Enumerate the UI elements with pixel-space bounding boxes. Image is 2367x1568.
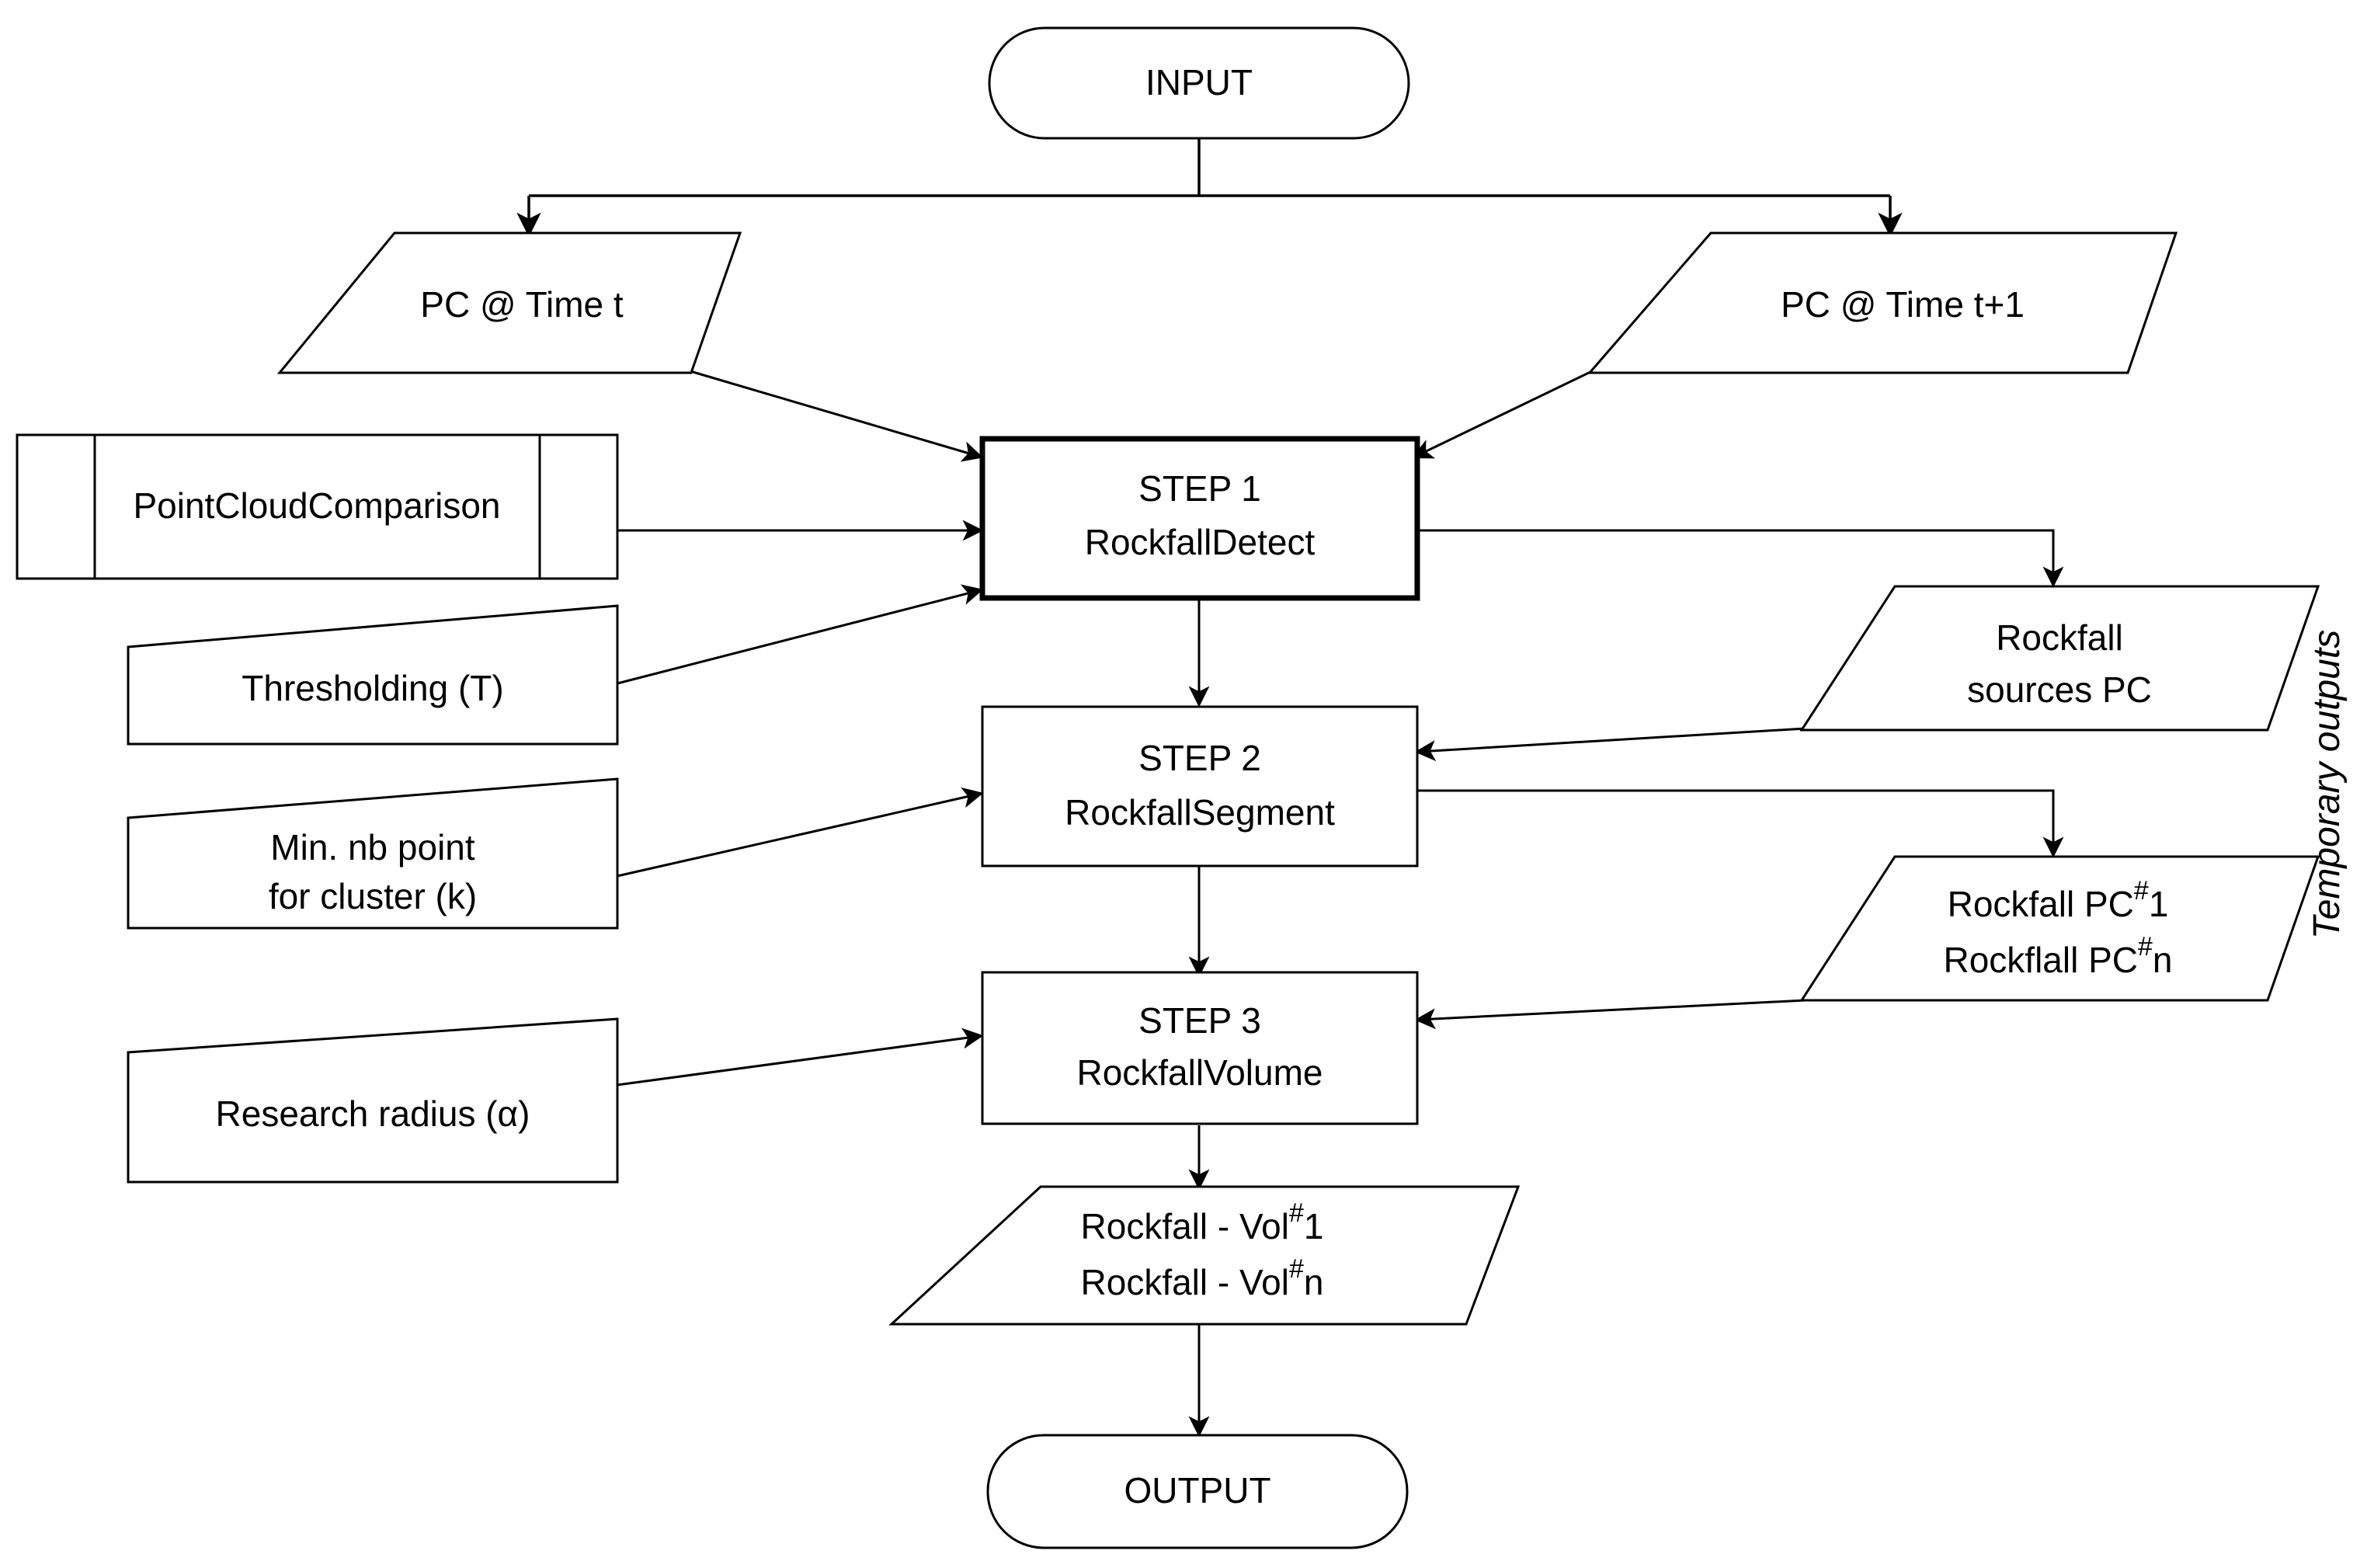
node-rockfall-pc-line1-sup: # xyxy=(2134,876,2149,906)
node-step1[interactable]: STEP 1 RockfallDetect xyxy=(979,436,1420,601)
side-note-label: Temporary outputs xyxy=(2306,630,2348,939)
node-rockfall-pc-line2-sup: # xyxy=(2138,932,2153,961)
edge-minpoints-step2 xyxy=(617,787,984,878)
node-research-radius[interactable]: Research radius (α) xyxy=(127,1017,619,1184)
node-rockfall-sources-pc-line2: sources PC xyxy=(1967,669,2152,710)
node-step3-line1: STEP 3 xyxy=(1138,1000,1261,1041)
node-pc-time-t1-label: PC @ Time t+1 xyxy=(1781,284,2025,325)
node-output[interactable]: OUTPUT xyxy=(986,1434,1409,1549)
node-rockfall-sources-pc-line1: Rockfall xyxy=(1996,617,2123,658)
side-note-temporary-outputs: Temporary outputs xyxy=(2306,630,2348,939)
node-rockfall-vol-line2-base: Rockfall - Vol xyxy=(1081,1262,1289,1302)
node-step2-line1: STEP 2 xyxy=(1138,738,1261,778)
node-rockfall-vol-line2-tail: n xyxy=(1304,1262,1324,1302)
node-pc-time-t-prefix: PC @ Time xyxy=(420,284,613,325)
node-rockfall-vol-line1: Rockfall - Vol#1 xyxy=(1081,1198,1324,1246)
node-rockfall-pc-list[interactable]: Rockfall PC#1 Rockflall PC#n xyxy=(1799,855,2320,1002)
edge-rockfallpc-step3 xyxy=(1414,999,1806,1030)
node-thresholding[interactable]: Thresholding (T) xyxy=(127,604,619,746)
node-pc-time-t-label: PC @ Time t xyxy=(420,284,624,325)
node-pc-time-t-italic: t xyxy=(613,284,624,325)
node-research-radius-label: Research radius (α) xyxy=(216,1093,530,1134)
node-pc-time-t[interactable]: PC @ Time t xyxy=(276,231,742,374)
node-step1-line1: STEP 1 xyxy=(1138,468,1261,509)
node-pc-time-t1-italic: t+1 xyxy=(1974,284,2025,325)
node-min-nb-point-line1: Min. nb point xyxy=(270,827,475,867)
node-rockfall-pc-line2: Rockflall PC#n xyxy=(1943,932,2172,980)
node-step2[interactable]: STEP 2 RockfallSegment xyxy=(981,705,1419,867)
node-rockfall-pc-line1-base: Rockfall PC xyxy=(1948,884,2134,924)
node-step2-line2: RockfallSegment xyxy=(1065,792,1335,833)
node-pointcloudcomparison-label: PointCloudComparison xyxy=(133,485,500,526)
edge-pct1-step1 xyxy=(1411,370,1593,459)
node-input-label: INPUT xyxy=(1145,62,1253,103)
edge-pct-step1 xyxy=(690,370,984,462)
node-pointcloudcomparison[interactable]: PointCloudComparison xyxy=(16,433,619,580)
node-step1-line2: RockfallDetect xyxy=(1085,522,1316,562)
node-rockfall-pc-line1-tail: 1 xyxy=(2149,884,2169,924)
edge-threshold-step1 xyxy=(617,584,984,685)
node-input[interactable]: INPUT xyxy=(988,26,1410,140)
node-rockfall-vol-line1-tail: 1 xyxy=(1304,1206,1324,1246)
edge-step1-sourcespc xyxy=(1415,529,2064,588)
edge-input-split xyxy=(516,138,1903,238)
node-rockfall-pc-line2-tail: n xyxy=(2153,940,2173,980)
node-pc-time-t1-prefix: PC @ Time xyxy=(1781,284,1974,325)
node-thresholding-label: Thresholding (T) xyxy=(242,668,503,708)
node-rockfall-vol-line1-base: Rockfall - Vol xyxy=(1081,1206,1289,1246)
edge-radius-step3 xyxy=(617,1027,984,1086)
node-rockfall-pc-line2-base: Rockflall PC xyxy=(1943,940,2138,980)
node-output-label: OUTPUT xyxy=(1124,1470,1270,1511)
node-step3-line2: RockfallVolume xyxy=(1076,1052,1323,1093)
node-rockfall-vol-line2-sup: # xyxy=(1289,1254,1304,1284)
node-pc-time-t1[interactable]: PC @ Time t+1 xyxy=(1587,231,2178,374)
node-min-nb-point[interactable]: Min. nb point for cluster (k) xyxy=(127,777,619,930)
node-rockfall-volume-list[interactable]: Rockfall - Vol#1 Rockfall - Vol#n xyxy=(888,1185,1521,1326)
edge-sourcespc-step2 xyxy=(1414,727,1806,762)
node-min-nb-point-line2: for cluster (k) xyxy=(269,876,477,916)
edge-step2-rockfallpc xyxy=(1418,789,2064,858)
node-step3[interactable]: STEP 3 RockfallVolume xyxy=(981,971,1419,1125)
node-rockfall-vol-line2: Rockfall - Vol#n xyxy=(1081,1254,1324,1302)
node-rockfall-vol-line1-sup: # xyxy=(1289,1198,1304,1228)
node-rockfall-pc-line1: Rockfall PC#1 xyxy=(1948,876,2169,924)
node-rockfall-sources-pc[interactable]: Rockfall sources PC xyxy=(1799,585,2320,732)
